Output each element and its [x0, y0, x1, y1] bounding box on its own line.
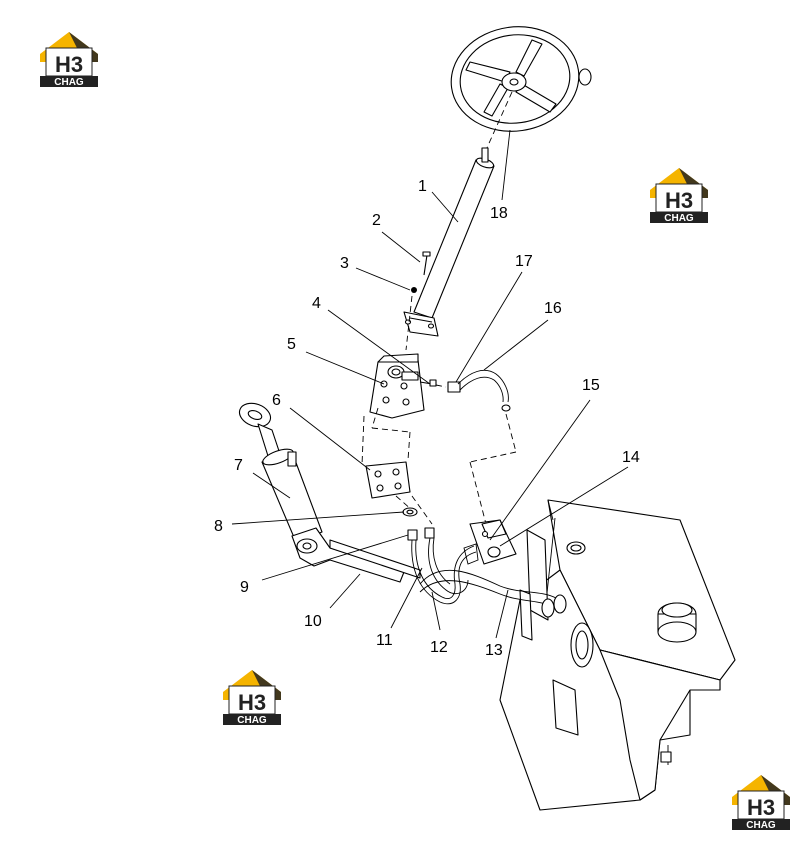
steering-control-unit [369, 353, 425, 419]
svg-text:CHAG: CHAG [237, 715, 267, 726]
watermark-logo: H3 CHAG [730, 773, 792, 831]
nut-part [411, 287, 417, 293]
svg-text:CHAG: CHAG [664, 213, 694, 224]
watermark-logo: H3 CHAG [221, 668, 283, 726]
steering-column [403, 147, 495, 337]
logo-graphic: H3 CHAG [40, 32, 98, 88]
callout-1: 1 [418, 178, 427, 195]
callout-18: 18 [490, 205, 508, 222]
svg-text:H3: H3 [665, 188, 693, 213]
callout-8: 8 [214, 518, 223, 535]
callout-7: 7 [234, 457, 243, 474]
steering-arm [291, 527, 421, 583]
callout-6: 6 [272, 392, 281, 409]
callout-16: 16 [544, 300, 562, 317]
watermark-logo: H3 CHAG [648, 166, 710, 224]
steering-cylinder [238, 402, 323, 543]
hose-11-12 [407, 527, 557, 607]
bolt-part [422, 251, 431, 276]
callout-11: 11 [376, 632, 393, 649]
valve-block [469, 519, 517, 565]
svg-text:H3: H3 [747, 795, 775, 820]
callout-13: 13 [485, 642, 503, 659]
callout-15: 15 [582, 377, 600, 394]
tank-fittings [463, 543, 567, 618]
svg-text:H3: H3 [55, 52, 83, 77]
o-ring [402, 507, 418, 517]
watermark-logo: H3 CHAG [38, 30, 100, 88]
leader-lines [231, 129, 629, 639]
callout-12: 12 [430, 639, 448, 656]
callout-3: 3 [340, 255, 349, 272]
hose-16-17 [447, 370, 511, 412]
callout-17: 17 [515, 253, 533, 270]
callout-10: 10 [304, 613, 322, 630]
callout-4: 4 [312, 295, 321, 312]
callout-5: 5 [287, 336, 296, 353]
callout-2: 2 [372, 212, 381, 229]
svg-text:CHAG: CHAG [746, 820, 776, 831]
svg-text:CHAG: CHAG [54, 77, 84, 88]
callout-labels: 1 2 3 4 5 6 7 8 9 10 11 12 13 14 15 16 1… [214, 178, 640, 659]
callout-9: 9 [240, 579, 249, 596]
callout-14: 14 [622, 449, 640, 466]
adapter-block [365, 461, 411, 499]
hydraulic-tank [499, 499, 736, 811]
svg-text:H3: H3 [238, 690, 266, 715]
steering-wheel [450, 26, 592, 132]
